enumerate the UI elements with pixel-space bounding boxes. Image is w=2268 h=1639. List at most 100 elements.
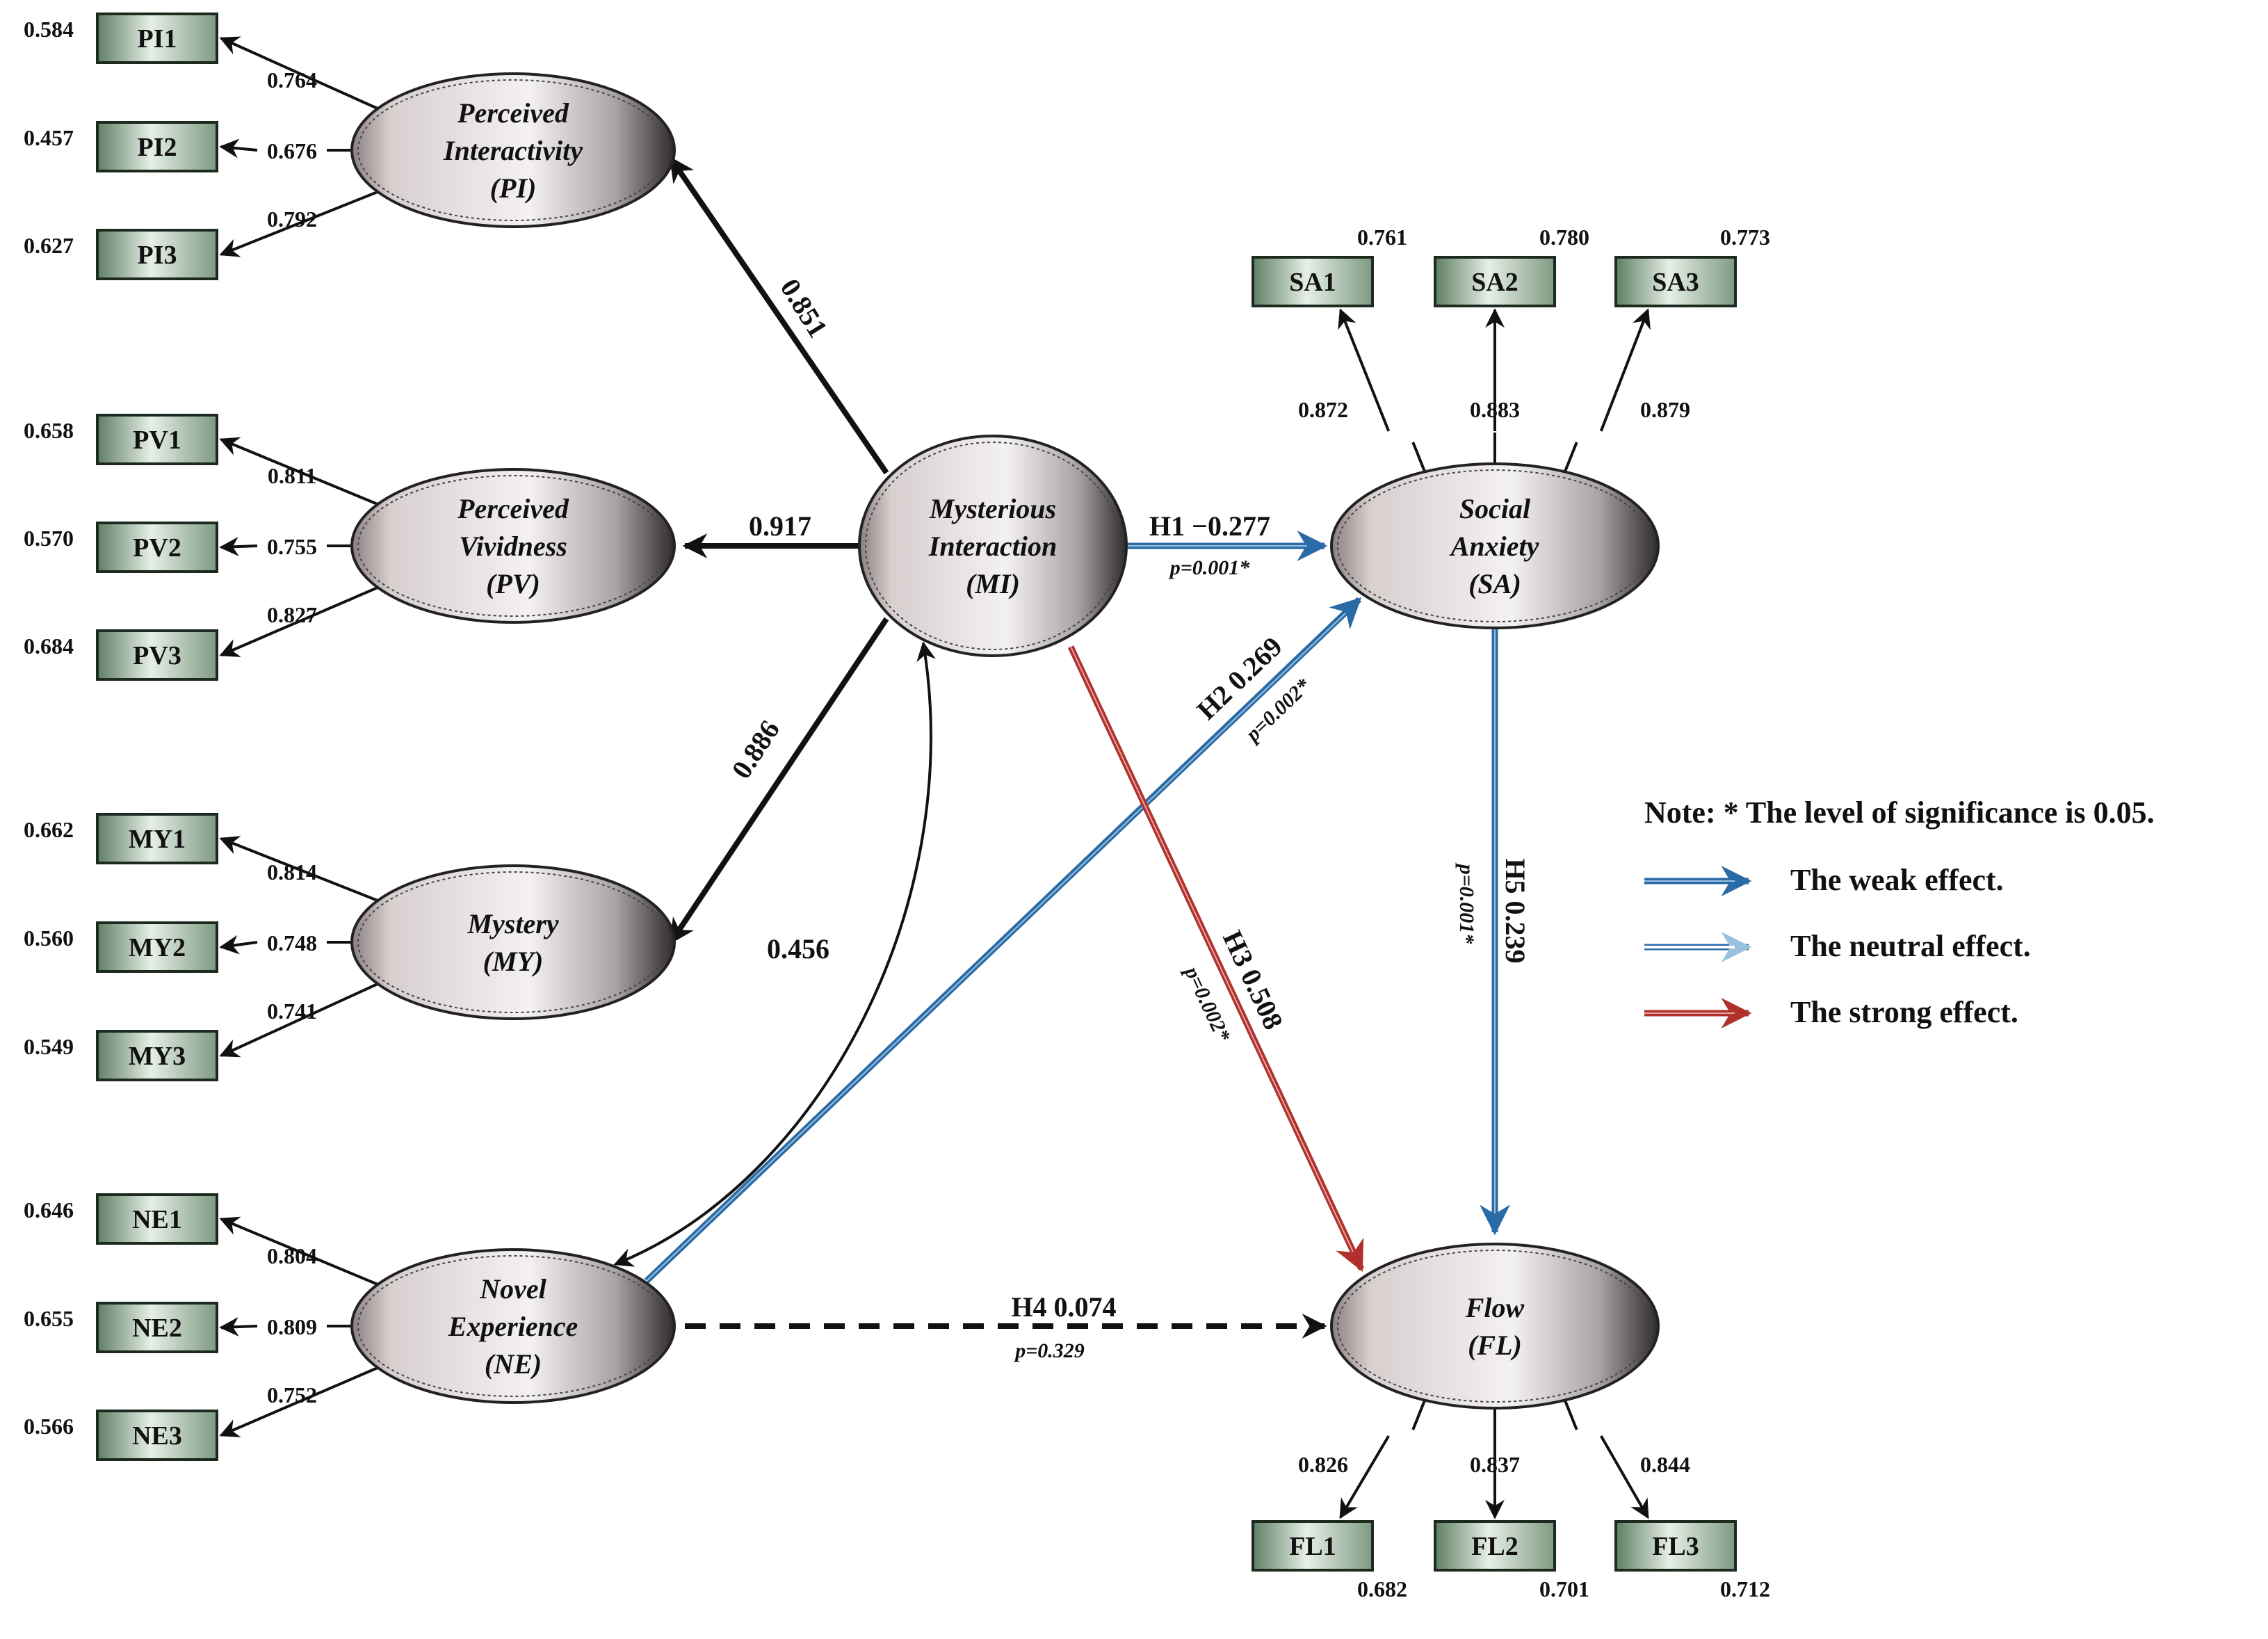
construct-sa-ellipse: [1330, 462, 1660, 629]
construct-my: Mystery (MY): [350, 864, 676, 1020]
loading-arrow: [219, 36, 378, 110]
construct-inner-ring: [1337, 1250, 1653, 1403]
loading-stub: [1411, 442, 1427, 474]
indicator-box: [96, 1302, 218, 1353]
indicator-loading: 0.741: [267, 999, 317, 1024]
indicator-label: SA3: [1652, 268, 1699, 297]
legend-neutral-label: The neutral effect.: [1790, 929, 2031, 963]
indicator-loading: 0.872: [1298, 397, 1348, 422]
indicator-box: [1434, 256, 1556, 307]
indicator-r2: 0.682: [1357, 1576, 1407, 1601]
construct-pi-ellipse: [350, 72, 676, 228]
indicator-box: [1252, 1520, 1374, 1572]
indicator-loading: 0.811: [268, 463, 316, 488]
indicator-loading: 0.755: [267, 534, 317, 559]
indicator-box: [96, 921, 218, 973]
indicator-loading: 0.676: [267, 138, 317, 163]
construct-my-line: Mystery: [467, 908, 558, 939]
construct-pv-line: Perceived: [457, 493, 569, 524]
indicator-r2: 0.646: [24, 1197, 74, 1222]
indicator-label: SA1: [1289, 268, 1336, 297]
indicator-label: PV3: [133, 641, 181, 670]
construct-pi-line: Perceived: [457, 97, 569, 129]
loading-arrow: [1338, 308, 1391, 432]
path-mi-pi: [668, 156, 889, 475]
legend-strong-label: The strong effect.: [1790, 995, 2018, 1029]
measurement-layer: PI10.5840.764PI20.4570.676PI30.6270.792P…: [24, 13, 1770, 1601]
construct-sa-line: Social: [1459, 493, 1531, 524]
h5-p: p=0.001*: [1455, 862, 1478, 945]
construct-inner-ring: [357, 475, 669, 617]
indicator-loading: 0.827: [267, 602, 317, 627]
indicator-box: [1434, 1520, 1556, 1572]
construct-inner-ring: [357, 79, 669, 221]
loading-stub: [1562, 442, 1578, 474]
construct-mi-line: Interaction: [928, 531, 1057, 562]
construct-layer: PerceivedInteractivity(PI)PerceivedVivid…: [350, 72, 1660, 1410]
indicator-loading: 0.792: [267, 207, 317, 232]
indicator-label: PV1: [133, 426, 181, 455]
indicator-r2: 0.684: [24, 633, 74, 659]
loading-arrow: [1600, 1435, 1649, 1519]
indicator-r2: 0.627: [24, 233, 74, 258]
indicator-r2: 0.549: [24, 1034, 74, 1059]
construct-ne-ellipse: [350, 1248, 676, 1404]
construct-my-line: (MY): [483, 946, 544, 977]
construct-pi-line: Interactivity: [443, 135, 583, 166]
indicator-box: [96, 229, 218, 280]
indicator-box: [1614, 1520, 1737, 1572]
legend: Note: * The level of significance is 0.0…: [1644, 796, 2155, 1029]
loading-arrow: [219, 138, 258, 159]
indicator-label: NE1: [132, 1205, 182, 1234]
construct-ne-line: Novel: [479, 1273, 546, 1305]
indicator-label: MY3: [129, 1042, 186, 1071]
indicator-box: [96, 1410, 218, 1461]
indicator-r2: 0.566: [24, 1414, 74, 1439]
indicator-r2: 0.773: [1720, 225, 1770, 250]
legend-weak-label: The weak effect.: [1790, 863, 2004, 897]
indicator-box: [96, 13, 218, 64]
legend-item-weak: The weak effect.: [1644, 863, 2004, 897]
loading-arrow: [1599, 308, 1651, 432]
h4-p: p=0.329: [1013, 1339, 1085, 1362]
indicator-r2: 0.662: [24, 817, 74, 842]
indicator-label: MY1: [129, 825, 186, 854]
construct-pi-line: (PI): [490, 172, 537, 204]
loading-arrow: [219, 935, 258, 955]
loading-arrow: [219, 191, 378, 257]
indicator-label: NE2: [132, 1314, 182, 1343]
construct-fl-ellipse: [1330, 1243, 1660, 1410]
construct-ne-line: Experience: [448, 1311, 578, 1342]
loading-stub: [1411, 1398, 1427, 1430]
loading-arrow: [1339, 1435, 1390, 1519]
h1-p: p=0.001*: [1168, 556, 1251, 579]
loading-arrow: [219, 1216, 378, 1286]
indicator-r2: 0.658: [24, 418, 74, 443]
indicator-r2: 0.584: [24, 17, 74, 42]
indicator-label: PV2: [133, 533, 181, 563]
indicator-r2: 0.780: [1539, 225, 1589, 250]
construct-pv-line: (PV): [486, 568, 540, 599]
loading-arrow: [219, 1366, 378, 1437]
h1-label: H1 −0.277: [1149, 510, 1270, 542]
indicator-label: NE3: [132, 1421, 182, 1451]
indicator-r2: 0.761: [1357, 225, 1407, 250]
construct-pv-ellipse: [350, 468, 676, 624]
indicator-loading: 0.809: [267, 1314, 317, 1339]
loading-mi-pi: 0.851: [775, 273, 834, 343]
correlation-value: 0.456: [767, 933, 829, 964]
construct-pv-line: Vividness: [459, 531, 567, 562]
construct-inner-ring: [357, 1255, 669, 1397]
indicator-r2: 0.712: [1720, 1576, 1770, 1601]
indicator-loading: 0.752: [267, 1382, 317, 1407]
indicator-loading: 0.764: [267, 67, 317, 92]
construct-inner-ring: [865, 442, 1121, 650]
